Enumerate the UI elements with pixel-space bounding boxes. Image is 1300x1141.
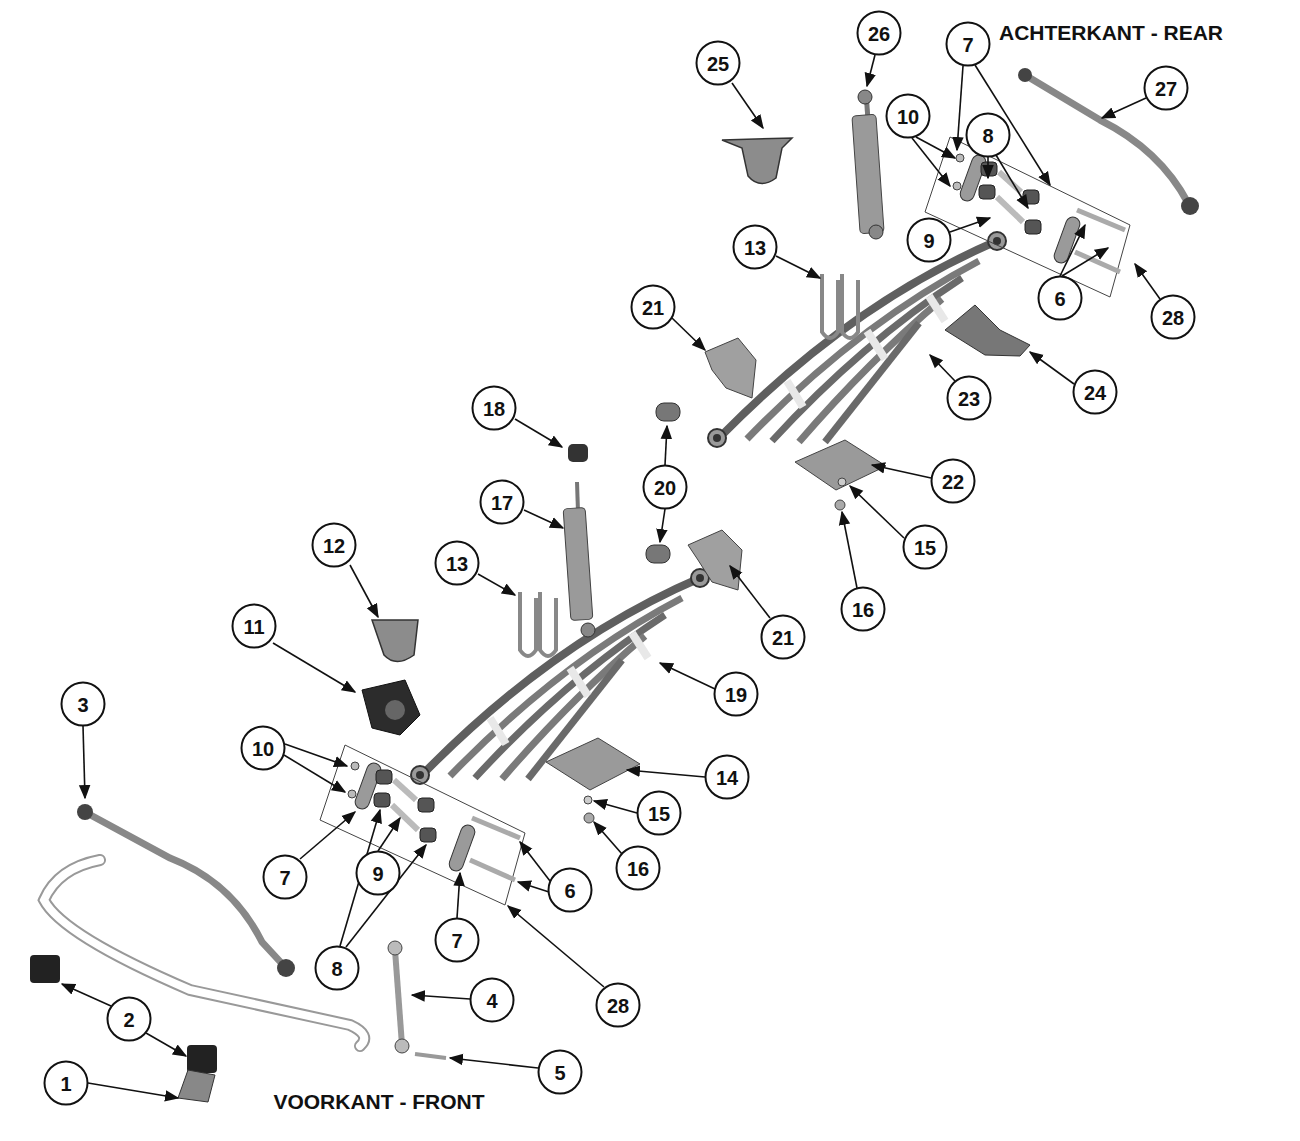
callout-number: 18 bbox=[472, 386, 517, 431]
callout-number: 24 bbox=[1073, 370, 1118, 415]
callout-number: 15 bbox=[637, 791, 682, 836]
callout-number: 7 bbox=[946, 22, 991, 67]
view-label: ACHTERKANT - REAR bbox=[997, 21, 1225, 45]
callout-number: 13 bbox=[733, 225, 778, 270]
callout-number: 14 bbox=[705, 755, 750, 800]
callout-number: 10 bbox=[886, 94, 931, 139]
callout-number: 20 bbox=[643, 465, 688, 510]
callout-number: 4 bbox=[470, 978, 515, 1023]
callout-number: 17 bbox=[480, 480, 525, 525]
callout-number: 9 bbox=[907, 218, 952, 263]
callout-number: 15 bbox=[903, 525, 948, 570]
callout-number: 3 bbox=[61, 682, 106, 727]
callout-number: 28 bbox=[1151, 295, 1196, 340]
callout-number: 26 bbox=[857, 11, 902, 56]
callout-number: 25 bbox=[696, 41, 741, 86]
callout-number: 8 bbox=[315, 946, 360, 991]
callout-number: 27 bbox=[1144, 66, 1189, 111]
callout-number: 1 bbox=[44, 1061, 89, 1106]
callout-number: 11 bbox=[232, 604, 277, 649]
callout-number: 21 bbox=[761, 615, 806, 660]
callout-number: 2 bbox=[107, 997, 152, 1042]
callout-number: 8 bbox=[966, 113, 1011, 158]
callout-number: 16 bbox=[841, 587, 886, 632]
callout-number: 23 bbox=[947, 376, 992, 421]
callout-number: 9 bbox=[356, 851, 401, 896]
callout-number: 7 bbox=[435, 918, 480, 963]
callout-number: 7 bbox=[263, 855, 308, 900]
view-label: VOORKANT - FRONT bbox=[271, 1090, 486, 1114]
callout-number: 28 bbox=[596, 983, 641, 1028]
callout-number: 22 bbox=[931, 459, 976, 504]
callout-number: 21 bbox=[631, 285, 676, 330]
callout-number: 6 bbox=[548, 868, 593, 913]
callout-number: 16 bbox=[616, 846, 661, 891]
callout-number: 13 bbox=[435, 541, 480, 586]
callout-number: 6 bbox=[1038, 276, 1083, 321]
callout-number: 19 bbox=[714, 672, 759, 717]
callout-number: 5 bbox=[538, 1050, 583, 1095]
callout-number: 10 bbox=[241, 726, 286, 771]
callout-number: 12 bbox=[312, 523, 357, 568]
